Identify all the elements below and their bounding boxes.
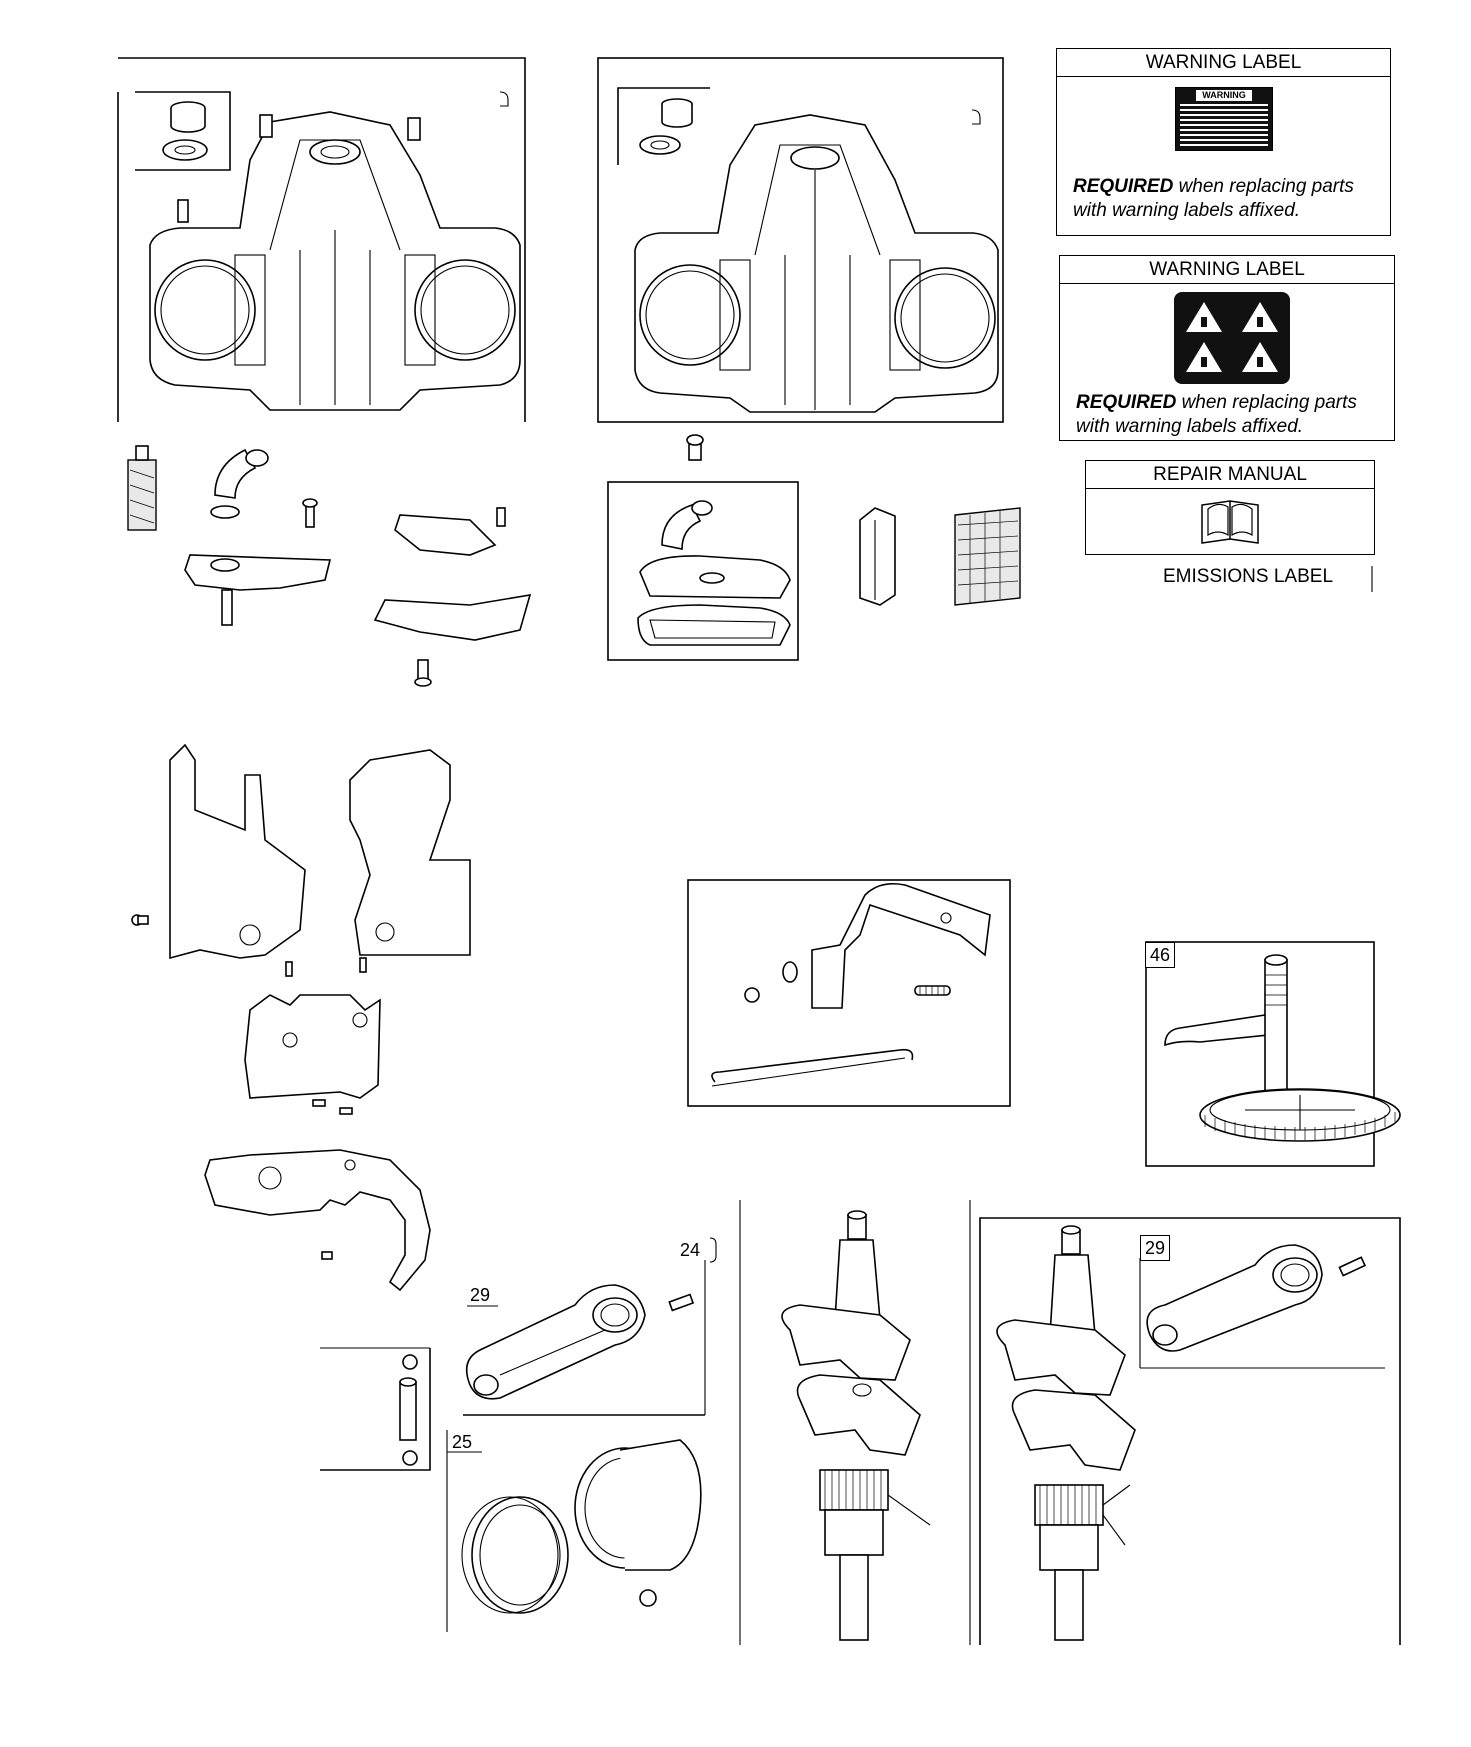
- air-guides: [131, 743, 471, 1115]
- hazard-symbols-icon: [1174, 292, 1290, 384]
- warning-decal-icon: WARNING: [1175, 87, 1273, 151]
- crankshaft-left: [739, 1200, 931, 1645]
- warning-label-2-title: WARNING LABEL: [1060, 256, 1394, 284]
- camshaft-box: [1145, 941, 1401, 1167]
- warning-label-2-line2: with warning labels affixed.: [1076, 416, 1304, 437]
- breather-tube-left: [184, 448, 332, 626]
- sealant-tube: [127, 445, 157, 531]
- crankshaft-right: [969, 1200, 1401, 1645]
- warning-decal-badge: WARNING: [1196, 90, 1252, 101]
- filter-element: [859, 507, 1021, 606]
- callout-24: 24: [680, 1240, 701, 1260]
- breather-cover-left: [373, 507, 532, 687]
- callout-29-conrod: 29: [470, 1285, 491, 1305]
- warning-label-box-1: WARNING LABEL WARNING REQUIRED when repl…: [1056, 48, 1391, 236]
- cylinder-block-right: [597, 57, 1004, 423]
- emissions-label: EMISSIONS LABEL: [1163, 566, 1334, 587]
- book-icon: [1198, 497, 1262, 552]
- warning-label-1-title: WARNING LABEL: [1057, 49, 1390, 77]
- warning-label-1-required-word: REQUIRED: [1073, 176, 1174, 197]
- piston-pin: [320, 1347, 431, 1471]
- breather-assembly-box: [607, 434, 799, 661]
- governor-linkage: [687, 879, 1011, 1107]
- callout-25: 25: [452, 1432, 473, 1452]
- conrod-piston: [446, 1237, 717, 1632]
- callout-29-crank: 29: [1140, 1235, 1171, 1261]
- repair-manual-title: REPAIR MANUAL: [1086, 461, 1374, 489]
- cylinder-block-left: [117, 57, 526, 422]
- warning-label-2-required-word: REQUIRED: [1076, 392, 1177, 413]
- warning-label-1-line2: with warning labels affixed.: [1073, 200, 1301, 221]
- warning-label-box-2: WARNING LABEL REQUIRED when replacing pa…: [1059, 255, 1395, 441]
- repair-manual-box: REPAIR MANUAL: [1085, 460, 1375, 555]
- warning-label-2-required-text: REQUIRED when replacing parts with warni…: [1076, 392, 1357, 437]
- shroud-plate: [204, 1149, 431, 1292]
- warning-label-1-required-text: REQUIRED when replacing parts with warni…: [1073, 176, 1354, 221]
- callout-46: 46: [1145, 942, 1176, 968]
